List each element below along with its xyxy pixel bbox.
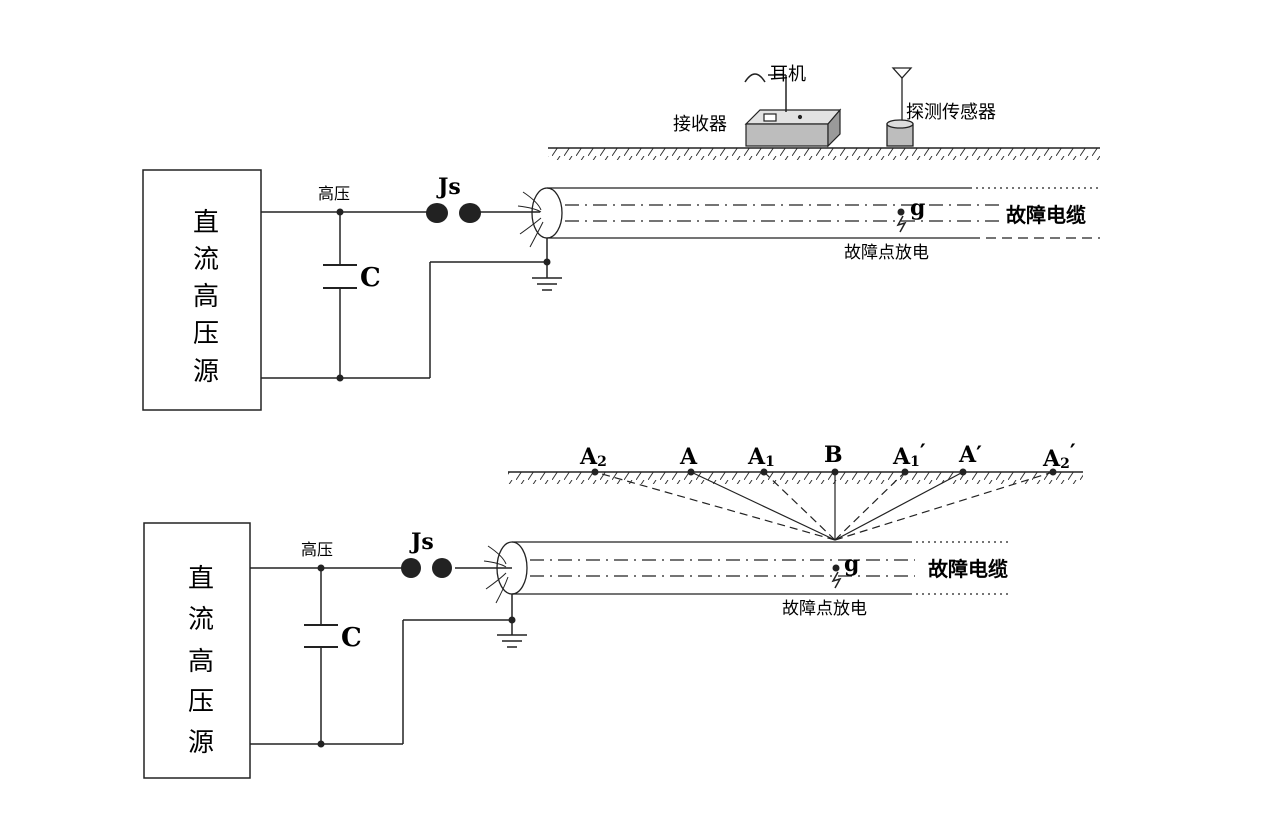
top-ground-icon: [532, 277, 562, 291]
top-high-voltage-label: 高压: [318, 184, 350, 203]
bottom-discharge-label: 故障点放电: [782, 599, 867, 619]
top-headphone-icon: [744, 73, 787, 112]
bottom-high-voltage-label: 高压: [301, 540, 333, 559]
top-diagram: 直 流 高 压 源 C 高压: [142, 64, 1100, 411]
bottom-source-char-1: 直: [188, 564, 214, 594]
top-capacitor-icon: [323, 264, 357, 289]
bottom-diagram: 直 流 高 压 源 C 高压 Js: [143, 440, 1083, 779]
top-sensor-icon: [886, 67, 914, 147]
top-fault-point-label: g: [910, 195, 925, 221]
top-junction: [336, 208, 344, 216]
bottom-source-char-4: 压: [188, 687, 214, 717]
top-source-char-2: 流: [193, 245, 219, 275]
bottom-point-a2-prime: [1049, 468, 1057, 476]
top-junction: [543, 258, 551, 266]
top-receiver-label: 接收器: [673, 114, 727, 135]
bottom-fault-point-label: g: [844, 551, 859, 577]
bottom-junction: [317, 740, 325, 748]
bottom-source-char-5: 源: [188, 728, 214, 758]
bottom-spark-gap-label: Js: [409, 529, 434, 555]
top-earphone-label: 耳机: [770, 64, 806, 85]
top-sensor-label: 探测传感器: [906, 102, 996, 123]
bottom-capacitor-icon: [304, 624, 338, 648]
bottom-point-a1-prime: [901, 468, 909, 476]
top-discharge-label: 故障点放电: [844, 243, 929, 263]
bottom-fault-discharge-icon: [831, 564, 842, 589]
bottom-spark-gap-ball: [401, 558, 421, 578]
top-wires: [261, 211, 548, 379]
top-source-char-3: 高: [193, 282, 219, 312]
bottom-cable-label: 故障电缆: [928, 557, 1008, 581]
bottom-label-a2: A2: [579, 444, 607, 470]
bottom-capacitor-label: C: [341, 623, 362, 653]
bottom-point-b: [831, 468, 839, 476]
top-ground-hatch: [548, 148, 1100, 160]
top-junction: [336, 374, 344, 382]
bottom-label-a1: A1: [747, 444, 775, 470]
bottom-source-box: [143, 522, 251, 779]
bottom-point-a-prime: [959, 468, 967, 476]
top-spark-gap-ball: [459, 203, 481, 223]
top-source-char-1: 直: [193, 208, 219, 238]
bottom-source-char-2: 流: [188, 605, 214, 635]
top-cable-label: 故障电缆: [1006, 203, 1086, 227]
top-spark-gap-ball: [426, 203, 448, 223]
top-source-char-5: 源: [193, 357, 219, 387]
bottom-label-a-prime: A′: [958, 442, 982, 468]
top-receiver-icon: [744, 108, 842, 148]
bottom-wires: [250, 567, 513, 745]
bottom-propagation-lines: [594, 471, 1054, 541]
bottom-point-a: [687, 468, 695, 476]
bottom-junction: [508, 616, 516, 624]
top-spark-gap-label: Js: [436, 174, 461, 200]
top-capacitor-label: C: [360, 263, 381, 293]
top-cable: [517, 187, 1100, 248]
bottom-cable: [483, 541, 1010, 604]
bottom-label-a1-prime: A1′: [892, 440, 926, 470]
bottom-point-a1: [760, 468, 768, 476]
top-fault-discharge-icon: [896, 208, 907, 233]
bottom-junction: [317, 564, 325, 572]
top-source-box: [142, 169, 262, 411]
bottom-spark-gap-ball: [432, 558, 452, 578]
bottom-label-a: A: [679, 444, 698, 470]
top-source-char-4: 压: [193, 319, 219, 349]
bottom-ground-hatch: [508, 472, 1083, 484]
bottom-label-a2-prime: A2′: [1042, 440, 1076, 472]
bottom-ground-icon: [497, 634, 527, 648]
bottom-point-a2: [591, 468, 599, 476]
bottom-label-b: B: [824, 442, 843, 468]
bottom-source-char-3: 高: [188, 647, 214, 677]
